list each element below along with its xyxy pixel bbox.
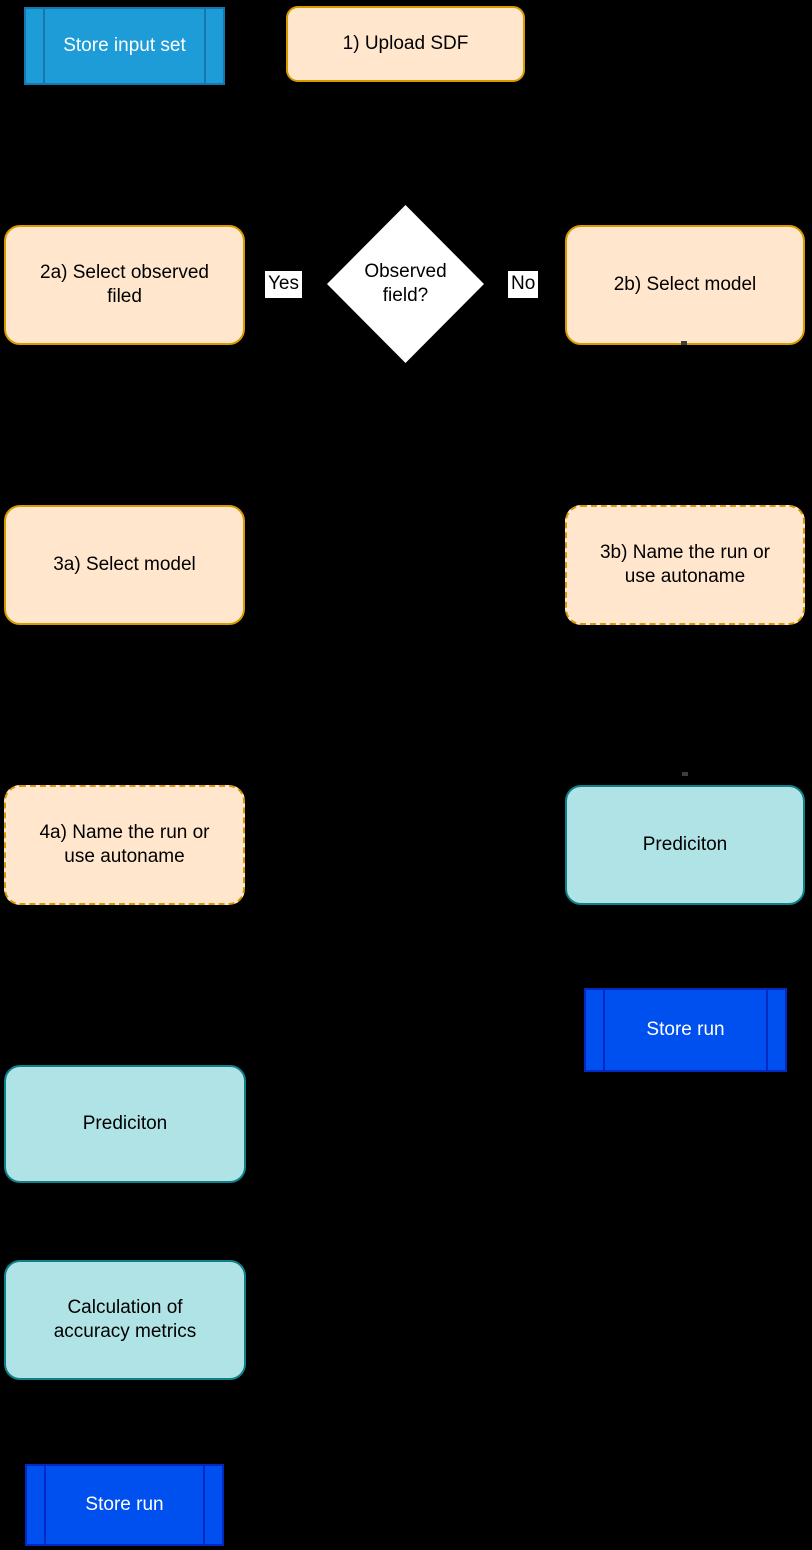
node-name-run-b: 3b) Name the run or use autoname (565, 505, 805, 625)
node-store-input-set-label: Store input set (63, 35, 186, 57)
node-prediction-a-label: Prediciton (82, 1113, 168, 1135)
node-select-model-a-label: 3a) Select model (53, 554, 196, 576)
node-observed-field-decision: Observed field? (327, 205, 484, 363)
node-select-observed-field: 2a) Select observed filed (4, 225, 245, 345)
node-store-input-set: Store input set (24, 7, 225, 85)
node-store-run-a-label: Store run (85, 1494, 164, 1516)
process-bar-right (203, 1466, 205, 1544)
node-select-observed-field-label: 2a) Select observed filed (40, 262, 209, 307)
node-upload-sdf-label: 1) Upload SDF (342, 33, 469, 55)
edge-label-yes-text: Yes (268, 273, 299, 294)
node-select-model-a: 3a) Select model (4, 505, 245, 625)
process-bar-right (766, 990, 768, 1070)
process-bar-left (43, 9, 45, 83)
node-name-run-a: 4a) Name the run or use autoname (4, 785, 245, 905)
node-name-run-b-label: 3b) Name the run or use autoname (599, 542, 771, 587)
process-bar-left (603, 990, 605, 1070)
node-observed-field-decision-label: Observed field? (364, 261, 447, 306)
node-store-run-a: Store run (25, 1464, 224, 1546)
node-select-model-b: 2b) Select model (565, 225, 805, 345)
node-prediction-b: Prediciton (565, 785, 805, 905)
edge-label-no-text: No (511, 273, 536, 294)
edge-label-yes: Yes (265, 271, 302, 298)
node-name-run-a-label: 4a) Name the run or use autoname (39, 822, 210, 867)
connector-stub (682, 772, 688, 776)
node-upload-sdf: 1) Upload SDF (286, 6, 525, 82)
process-bar-left (44, 1466, 46, 1544)
connector-stub (681, 341, 687, 345)
node-select-model-b-label: 2b) Select model (613, 274, 757, 296)
node-prediction-a: Prediciton (4, 1065, 246, 1183)
node-calc-metrics: Calculation of accuracy metrics (4, 1260, 246, 1380)
node-store-run-b-label: Store run (646, 1019, 725, 1041)
process-bar-right (204, 9, 206, 83)
edge-label-no: No (508, 271, 539, 298)
node-prediction-b-label: Prediciton (642, 834, 728, 856)
node-calc-metrics-label: Calculation of accuracy metrics (53, 1297, 197, 1342)
node-store-run-b: Store run (584, 988, 787, 1072)
